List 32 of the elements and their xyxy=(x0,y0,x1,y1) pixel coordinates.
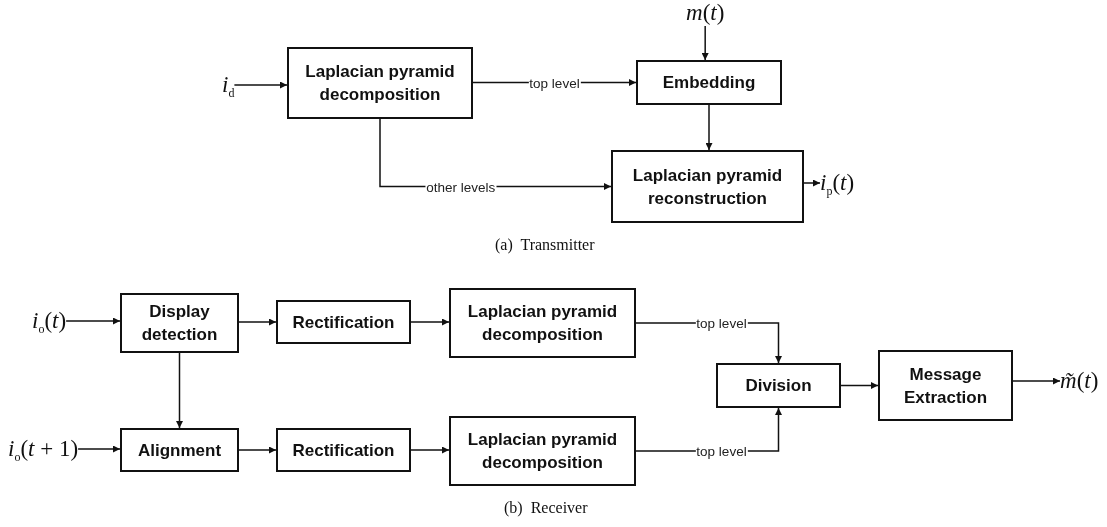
arrow xyxy=(705,104,713,151)
process-box: Rectification xyxy=(276,300,411,344)
arrow xyxy=(238,446,277,454)
arrow xyxy=(410,446,450,454)
signal-label: i$_{d}$ xyxy=(222,72,235,98)
process-box: Laplacian pyramid decomposition xyxy=(449,288,636,358)
process-box: Embedding xyxy=(636,60,782,105)
arrow xyxy=(1012,377,1061,385)
process-box: Division xyxy=(716,363,841,408)
arrow xyxy=(65,317,121,325)
process-box: Display detection xyxy=(120,293,239,353)
process-box: Message Extraction xyxy=(878,350,1013,421)
process-box: Alignment xyxy=(120,428,239,472)
process-box: Laplacian pyramid reconstruction xyxy=(611,150,804,223)
signal-label: i$_{o}$(t + 1) xyxy=(8,436,79,462)
process-box: Laplacian pyramid decomposition xyxy=(449,416,636,486)
subfigure-caption: (a) Transmitter xyxy=(495,236,595,254)
arrow xyxy=(410,318,450,326)
signal-label: i$_{p}$(t) xyxy=(820,170,855,196)
arrow xyxy=(176,352,183,429)
signal-label: i$_{o}$(t) xyxy=(32,308,67,334)
signal-label: m̃(t) xyxy=(1060,368,1099,394)
arrow xyxy=(238,318,277,326)
process-box: Rectification xyxy=(276,428,411,472)
arrow xyxy=(840,382,879,389)
arrow xyxy=(803,179,821,187)
subfigure-caption: (b) Receiver xyxy=(504,499,588,517)
arrow xyxy=(77,445,121,453)
process-box: Laplacian pyramid decomposition xyxy=(287,47,473,119)
signal-label: m(t) xyxy=(686,0,725,26)
arrow xyxy=(233,81,288,89)
arrow xyxy=(701,25,709,61)
